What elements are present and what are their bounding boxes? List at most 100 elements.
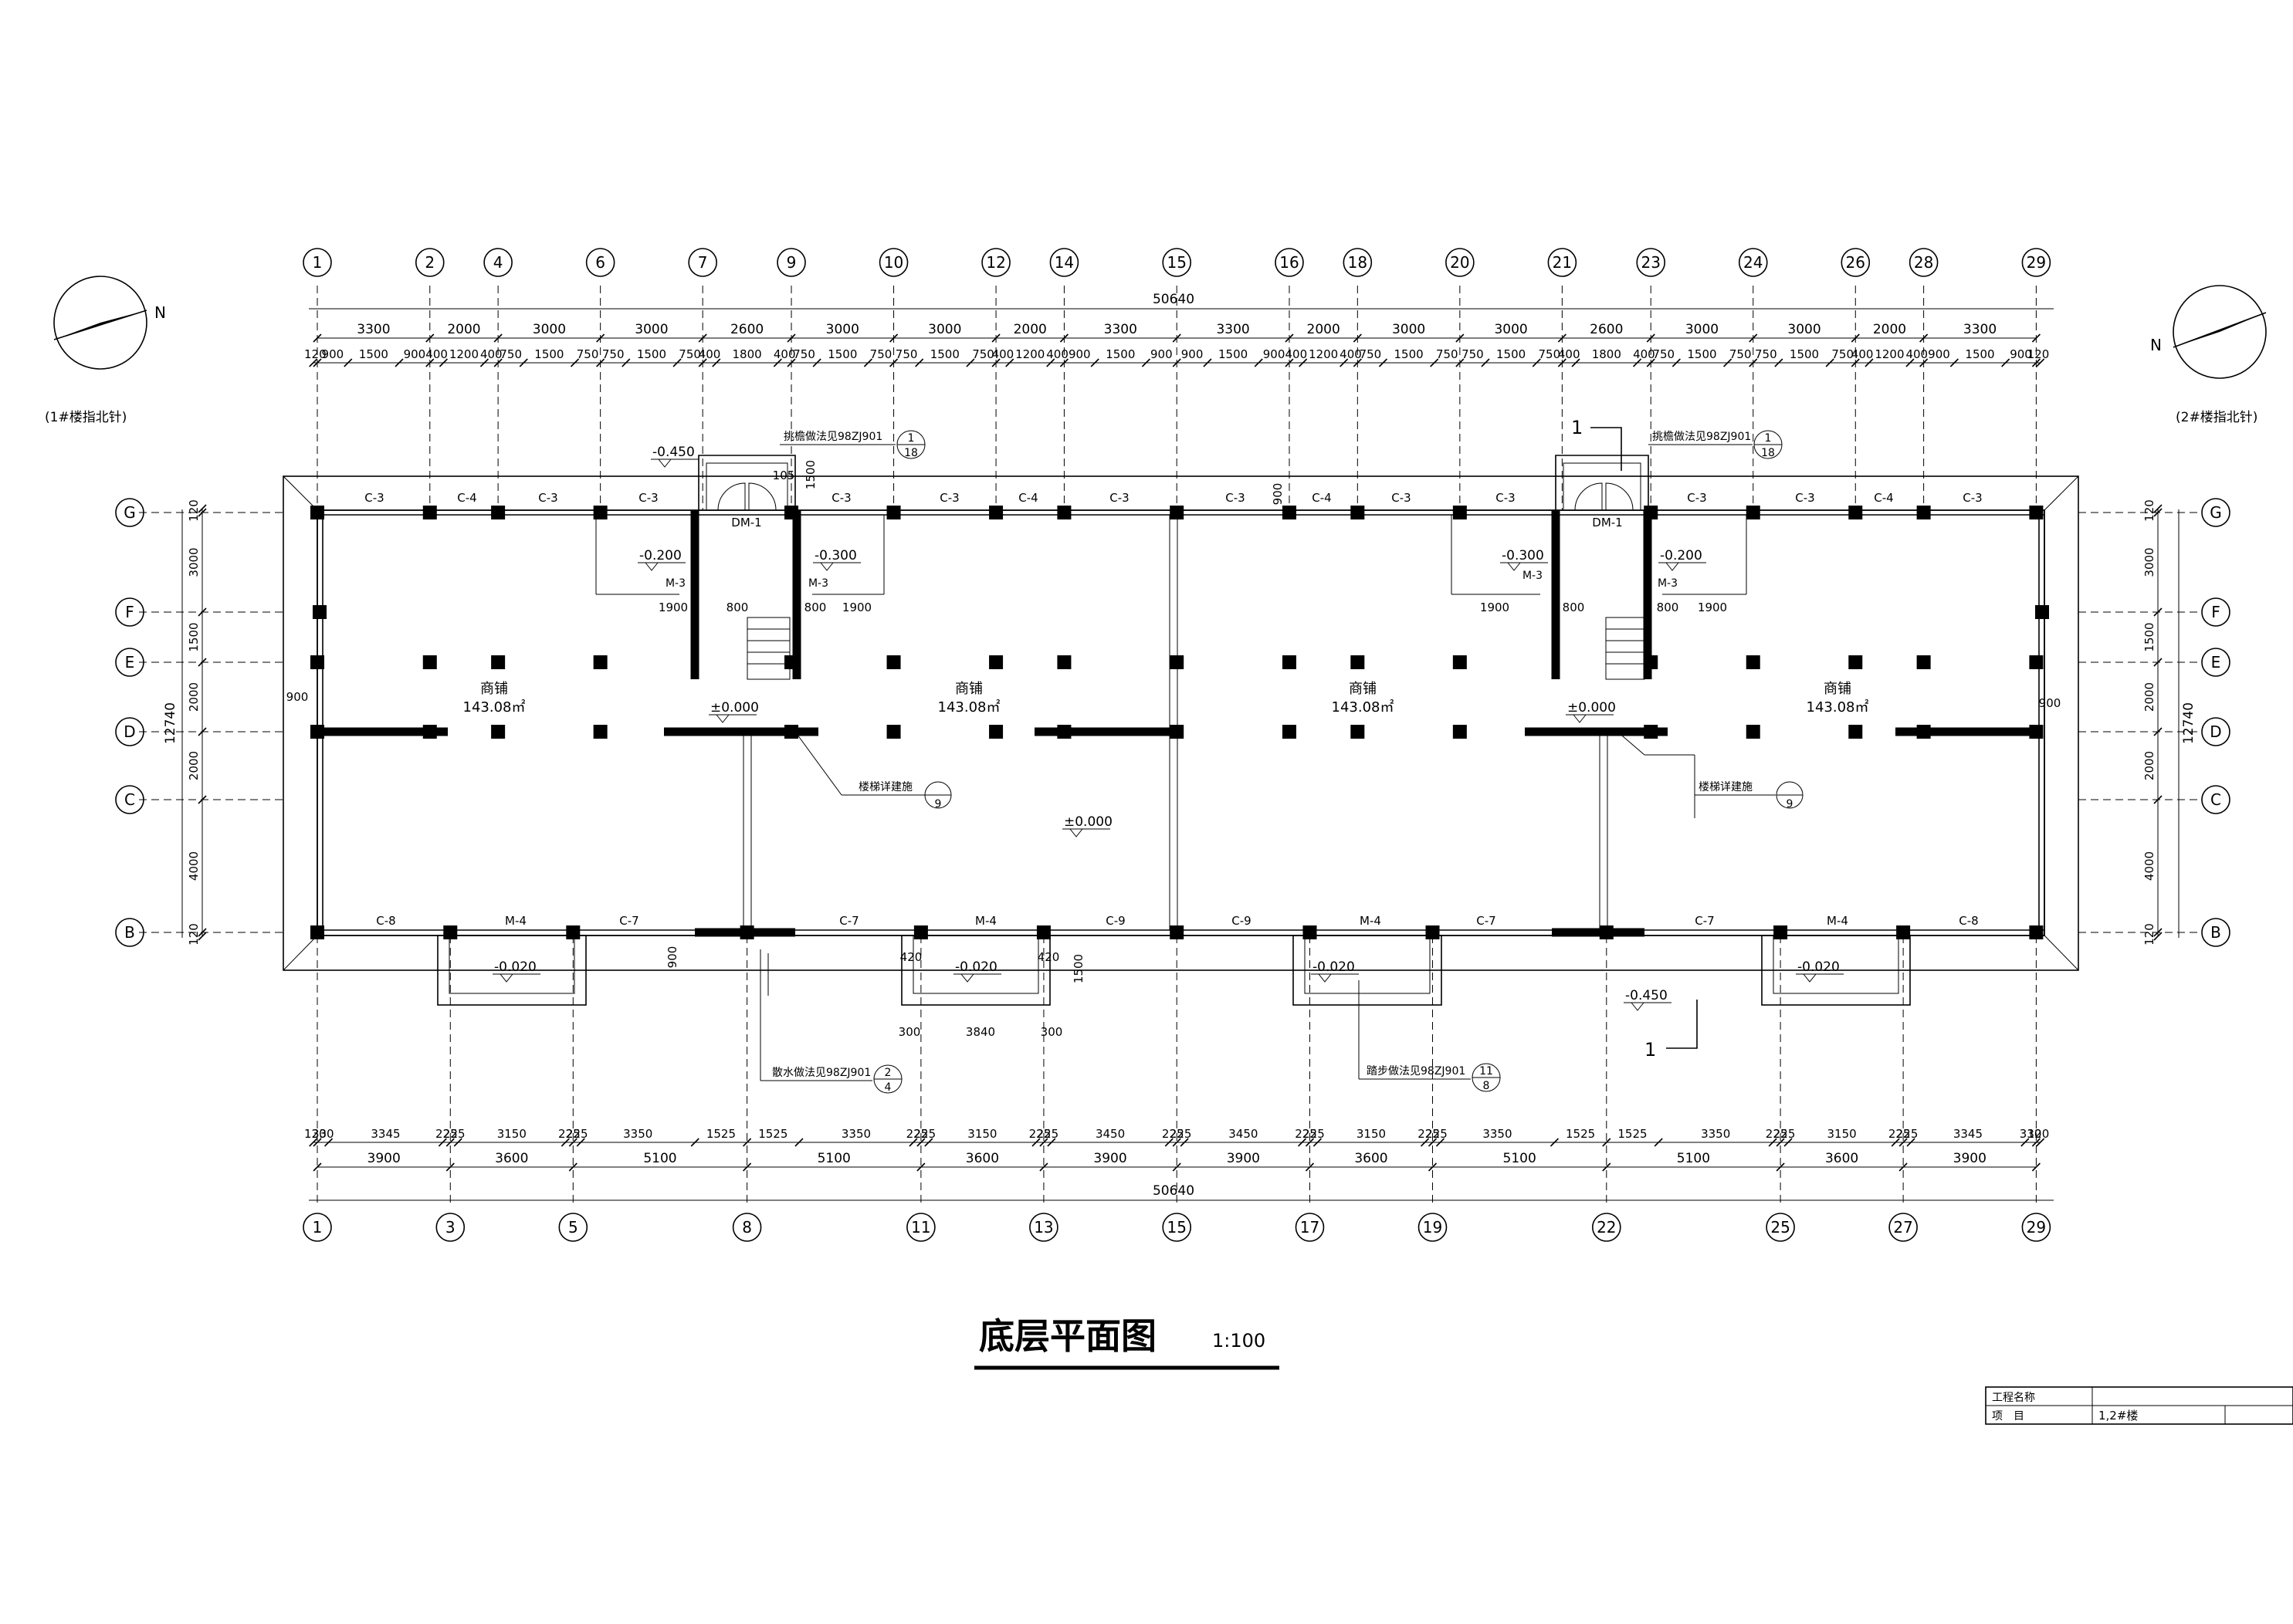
left-side-dim-tick bbox=[198, 504, 207, 513]
top-main-dim-tick bbox=[1353, 333, 1362, 343]
bottom-detail-dim-tick bbox=[924, 1138, 933, 1147]
column bbox=[1452, 655, 1467, 669]
top-detail-dim-label: 900 bbox=[1181, 347, 1204, 361]
callout-canopy-den-2: 18 bbox=[1761, 447, 1775, 459]
top-detail-dim-label: 900 bbox=[1928, 347, 1950, 361]
bottom-detail-dim-label: 225 bbox=[1896, 1127, 1919, 1141]
row-axis-right-E-circle bbox=[2201, 648, 2230, 677]
dim-step-height: 1500 bbox=[1072, 954, 1086, 983]
axis-grid-lines bbox=[139, 286, 2200, 1204]
top-detail-dim-tick bbox=[1646, 358, 1655, 367]
left-side-dim-tick bbox=[198, 658, 207, 667]
column bbox=[1170, 925, 1184, 939]
left-side-dim-label: 120 bbox=[187, 499, 201, 522]
top-detail-dim-tick bbox=[1632, 358, 1642, 367]
elevation-step-1-marker bbox=[500, 973, 513, 983]
bottom-detail-dim-label: 225 bbox=[1162, 1127, 1184, 1141]
bottom-detail-dim-tick bbox=[313, 1138, 322, 1147]
top-main-dim-label: 2000 bbox=[447, 322, 480, 337]
column bbox=[1848, 655, 1863, 669]
bottom-detail-dim-tick bbox=[1039, 1138, 1048, 1147]
bottom-main-dim-tick bbox=[313, 1162, 322, 1172]
column bbox=[1350, 506, 1365, 519]
top-detail-dim-label: 750 bbox=[1755, 347, 1777, 361]
top-detail-dim-tick bbox=[622, 358, 631, 367]
top-axis-6: 6 bbox=[595, 253, 605, 272]
bottom-detail-dim-label: 225 bbox=[1773, 1127, 1796, 1141]
column bbox=[1916, 655, 1931, 669]
top-detail-dim-tick bbox=[1723, 358, 1732, 367]
bottom-main-dim-label: 3600 bbox=[1825, 1151, 1858, 1166]
title-block-item-value: 1,2#楼 bbox=[2098, 1409, 2138, 1423]
callout-steps: 踏步做法见98ZJ901 11 8 bbox=[1358, 980, 1501, 1092]
elevation-step-1: -0.020 bbox=[494, 959, 537, 975]
bottom-detail-dim-label: 225 bbox=[1425, 1127, 1448, 1141]
column bbox=[1916, 725, 1931, 739]
dim-d1900: 1900 bbox=[1698, 601, 1727, 614]
right-side-dim-label: 3000 bbox=[2142, 547, 2156, 577]
column bbox=[1057, 725, 1072, 739]
bottom-axis-3-circle bbox=[435, 1213, 466, 1242]
top-detail-dim-tick bbox=[1046, 358, 1055, 367]
top-detail-dim-label: 750 bbox=[870, 347, 892, 361]
top-axis-28-circle bbox=[1909, 248, 1939, 277]
top-axis-14-circle bbox=[1049, 248, 1079, 277]
top-main-dim-label: 3000 bbox=[1787, 322, 1821, 337]
row-axis-left-E: E bbox=[125, 653, 135, 672]
top-detail-dim-label: 750 bbox=[972, 347, 994, 361]
bottom-detail-dim-label: 3350 bbox=[1701, 1127, 1730, 1141]
callout-canopy-den-1: 18 bbox=[904, 447, 918, 459]
top-detail-dim-tick bbox=[2001, 358, 2010, 367]
top-detail-dim-tick bbox=[966, 358, 975, 367]
bottom-axis-17: 17 bbox=[1300, 1218, 1319, 1237]
top-detail-dim-tick bbox=[1749, 358, 1758, 367]
top-detail-dim-label: 400 bbox=[1633, 347, 1655, 361]
drawing-title: 底层平面图 bbox=[979, 1315, 1157, 1357]
top-detail-dim-label: 1800 bbox=[1592, 347, 1621, 361]
bottom-main-dim-tick bbox=[1305, 1162, 1315, 1172]
top-detail-dim-tick bbox=[1557, 358, 1566, 367]
bottom-axis-22: 22 bbox=[1597, 1218, 1616, 1237]
section-label-top: 1 bbox=[1571, 417, 1583, 438]
total-length-bottom: 50640 bbox=[1153, 1183, 1194, 1199]
callout-steps-den: 8 bbox=[1483, 1080, 1490, 1092]
row-axis-left-F-circle bbox=[115, 597, 144, 627]
bottom-axis-15-circle bbox=[1162, 1213, 1191, 1242]
bottom-axis-5-circle bbox=[558, 1213, 588, 1242]
bottom-axis-13-circle bbox=[1029, 1213, 1058, 1242]
bottom-axis-29: 29 bbox=[2027, 1218, 2046, 1237]
top-detail-dim-tick bbox=[698, 358, 707, 367]
bottom-axis-3: 3 bbox=[445, 1218, 456, 1237]
top-detail-dim-label: 750 bbox=[577, 347, 599, 361]
elevation-step-4-marker bbox=[1803, 973, 1817, 983]
bottom-axis-25: 25 bbox=[1770, 1218, 1790, 1237]
top-detail-dim-label: 1500 bbox=[1496, 347, 1526, 361]
top-axis-28: 28 bbox=[1914, 253, 1933, 272]
row-axis-right-D-circle bbox=[2201, 717, 2230, 746]
column bbox=[1170, 506, 1184, 519]
dim-d3840: 3840 bbox=[966, 1025, 995, 1039]
bottom-detail-dim-label: 3345 bbox=[1953, 1127, 1983, 1141]
window-label-bottom: M-4 bbox=[505, 914, 527, 928]
top-main-dim-label: 2600 bbox=[730, 322, 764, 337]
top-axis-23-circle bbox=[1636, 248, 1666, 277]
top-detail-dim-tick bbox=[1378, 358, 1388, 367]
bottom-axis-17-circle bbox=[1295, 1213, 1325, 1242]
top-detail-dim-label: 750 bbox=[1538, 347, 1560, 361]
top-detail-dim-tick bbox=[439, 358, 449, 367]
right-side-dim-label: 1500 bbox=[2142, 622, 2156, 651]
top-axis-18-circle bbox=[1343, 248, 1373, 277]
top-axis-2-circle bbox=[415, 248, 445, 277]
column bbox=[2029, 925, 2044, 939]
top-main-dim-label: 3300 bbox=[1963, 322, 1997, 337]
bottom-detail-dim-label: 120 bbox=[304, 1127, 327, 1141]
dim-d800: 800 bbox=[1563, 601, 1585, 614]
callout-canopy-1: 挑檐做法见98ZJ901 1 18 bbox=[780, 430, 926, 459]
top-detail-dim-tick bbox=[1203, 358, 1212, 367]
dim-d105: 105 bbox=[773, 469, 795, 482]
top-detail-dim-tick bbox=[1532, 358, 1541, 367]
bottom-main-dim-tick bbox=[568, 1162, 577, 1172]
bottom-detail-dim-label: 1525 bbox=[1566, 1127, 1595, 1141]
